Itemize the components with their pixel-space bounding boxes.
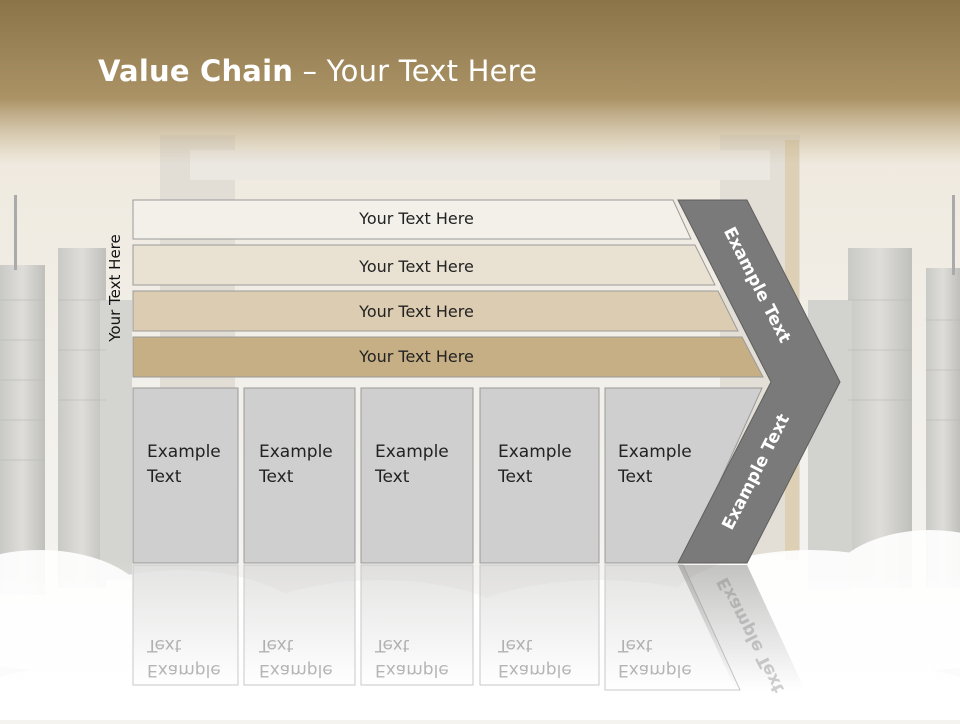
- bar-1-label: Your Text Here: [359, 209, 474, 228]
- bar-1: [132, 199, 692, 240]
- bar-2-label: Your Text Here: [359, 257, 474, 276]
- box-4: [479, 387, 600, 564]
- chevron-arrow: [677, 199, 841, 564]
- slide-title: Value Chain – Your Text Here: [98, 54, 538, 88]
- bar-2: [132, 244, 716, 286]
- bar-3: [132, 290, 739, 332]
- bar-4: [132, 336, 764, 378]
- bar-4-label: Your Text Here: [359, 347, 474, 366]
- box-2: [243, 387, 356, 564]
- bar-3-label: Your Text Here: [359, 302, 474, 321]
- box-1: [132, 387, 239, 564]
- box-3: [360, 387, 474, 564]
